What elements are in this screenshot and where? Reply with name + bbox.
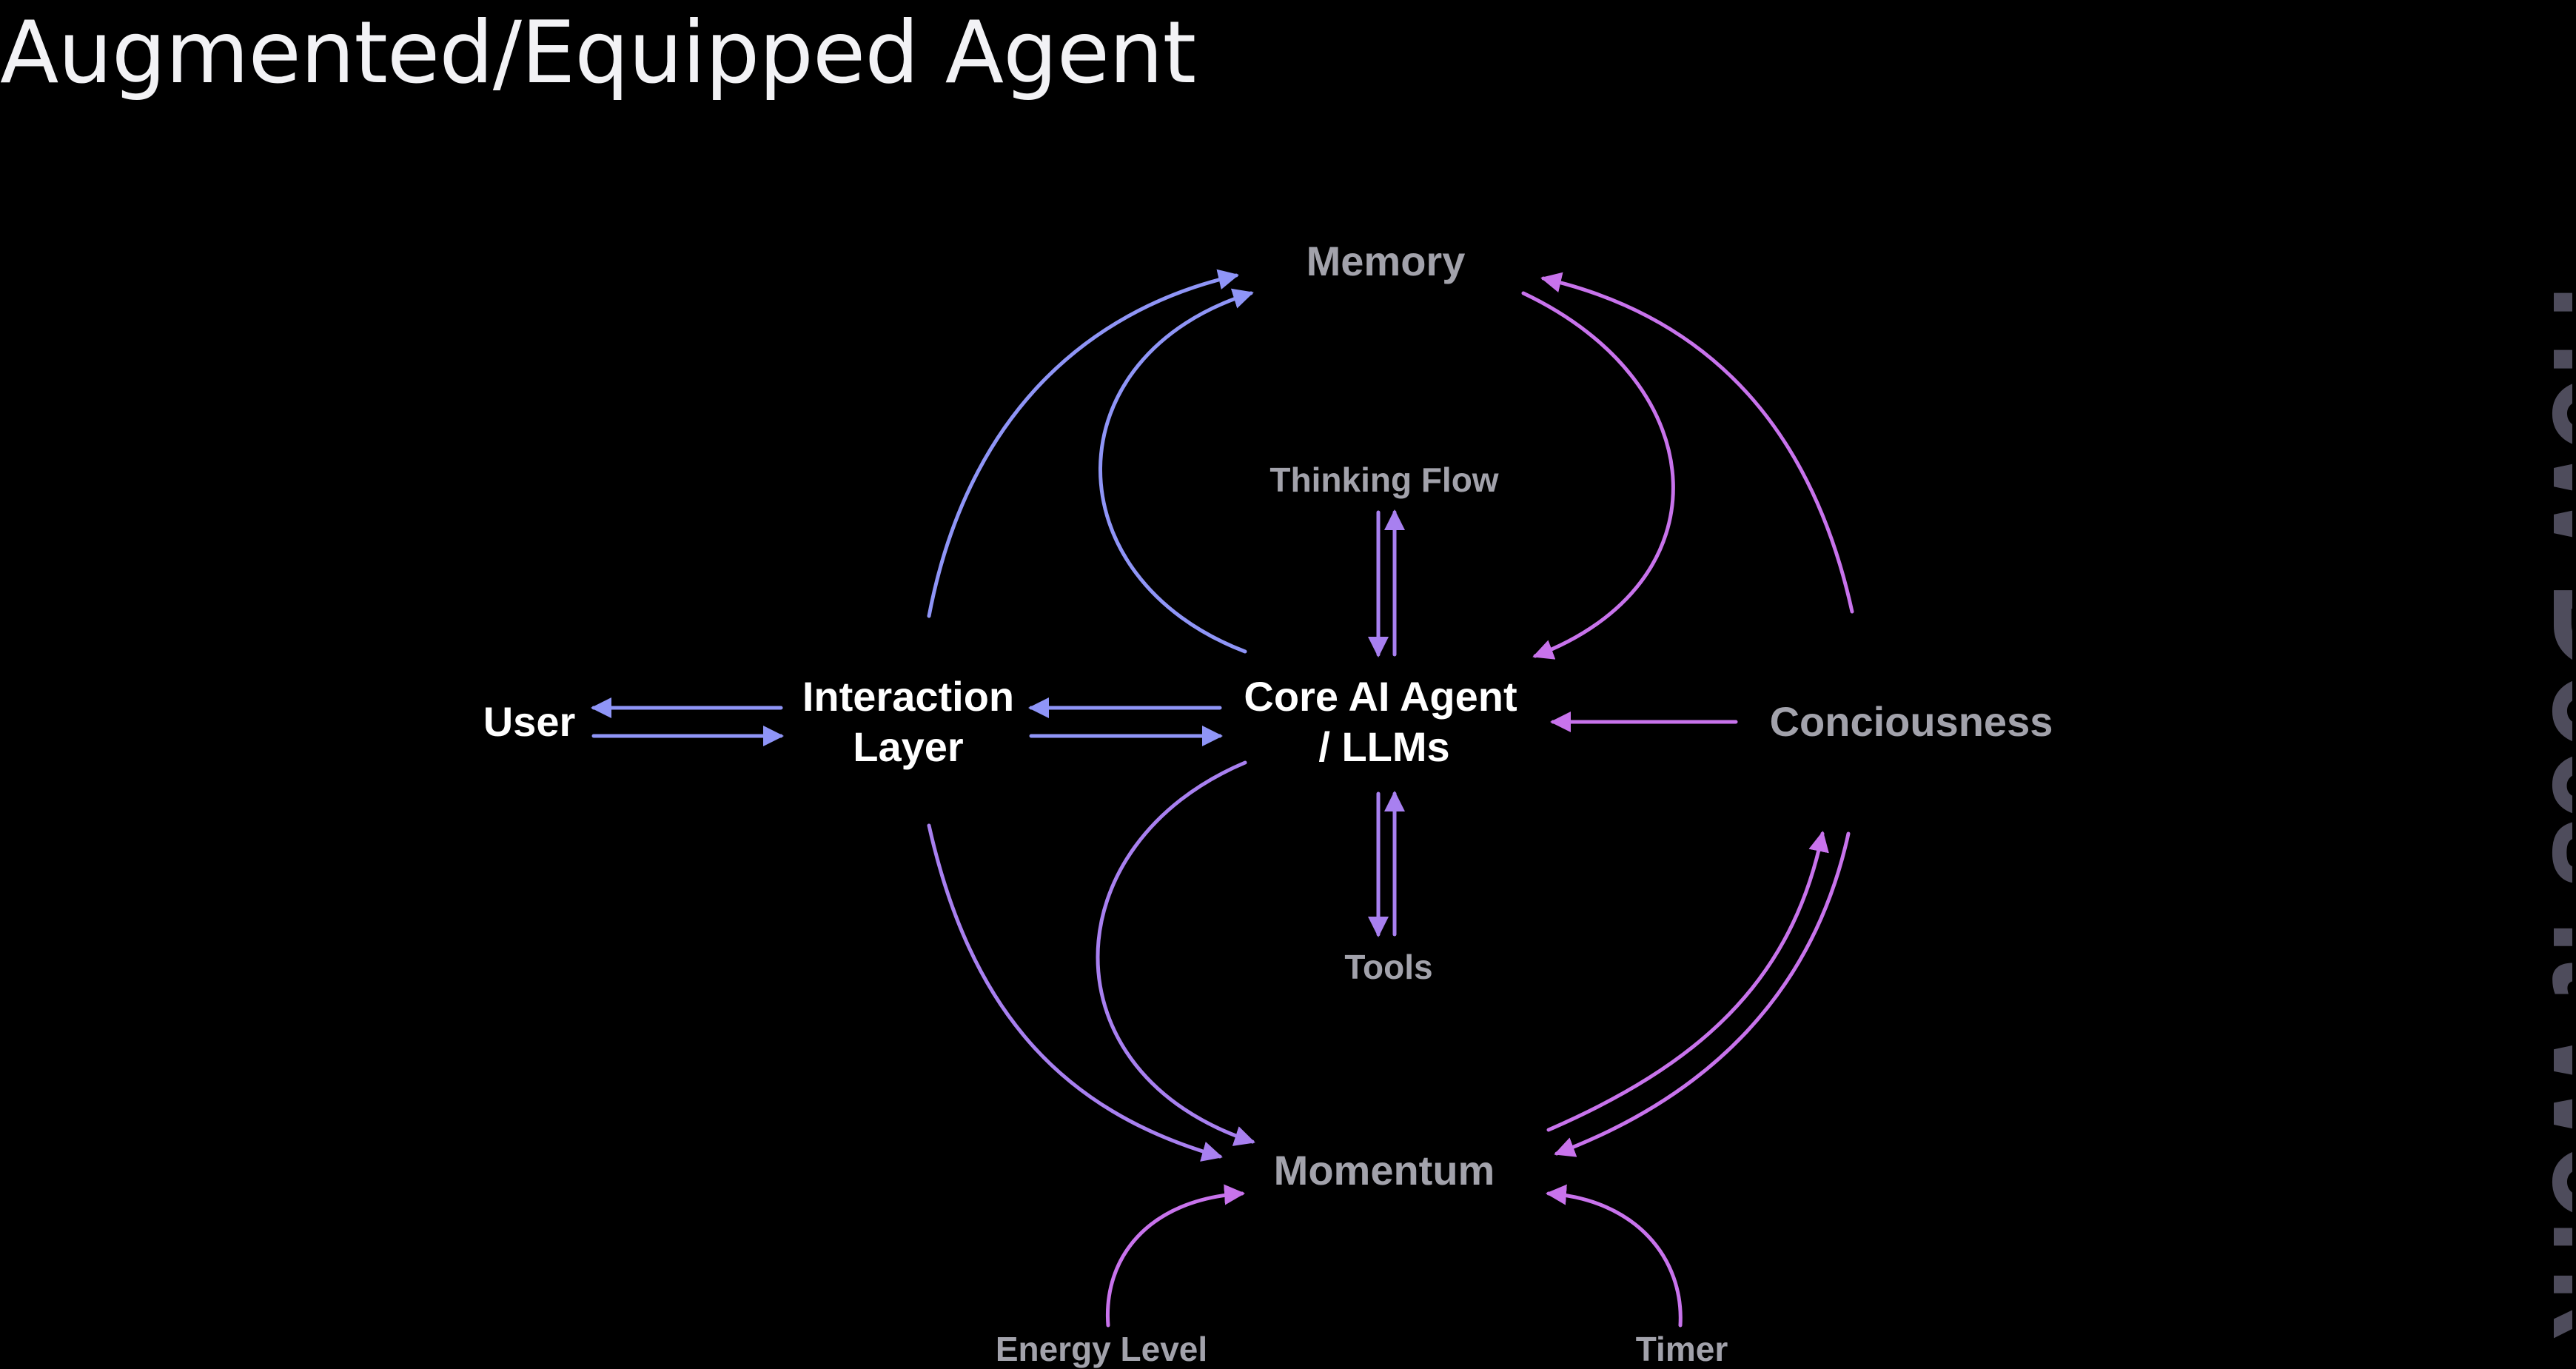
arrow-consciousness-to-momentum [1554,831,1851,1157]
side-banner: How Does it Work [2520,284,2572,1339]
arrow-consciousness-to-memory [1540,272,1854,614]
arrow-interaction-to-momentum [927,823,1223,1162]
memory-node-label: Memory [1307,238,1466,284]
arrow-momentum-to-consciousness [1546,831,1829,1132]
thinking-flow-label: Thinking Flow [1269,461,1498,499]
core-agent-label-line1: Core AI Agent [1244,673,1517,720]
arrow-timer-to-momentum [1546,1184,1683,1328]
side-banner-text: How Does it Work [2520,284,2572,1339]
arrow-core-to-momentum [1096,760,1255,1146]
energy-level-label: Energy Level [996,1330,1207,1368]
timer-label: Timer [1636,1330,1728,1368]
interaction-layer-label-line2: Layer [853,723,963,770]
momentum-node-label: Momentum [1274,1147,1495,1194]
consciousness-node-label: Conciousness [1770,698,2053,745]
core-agent-label-line2: / LLMs [1318,723,1449,770]
arrow-energy-to-momentum [1105,1184,1245,1328]
interaction-layer-label-line1: Interaction [802,673,1014,720]
tools-label: Tools [1344,948,1432,986]
arrow-interaction-to-memory [927,269,1239,618]
page-title: Augmented/Equipped Agent [0,3,1196,103]
arrow-memory-to-core [1521,291,1675,660]
user-node-label: User [483,698,576,745]
arrow-core-to-memory [1099,288,1254,654]
